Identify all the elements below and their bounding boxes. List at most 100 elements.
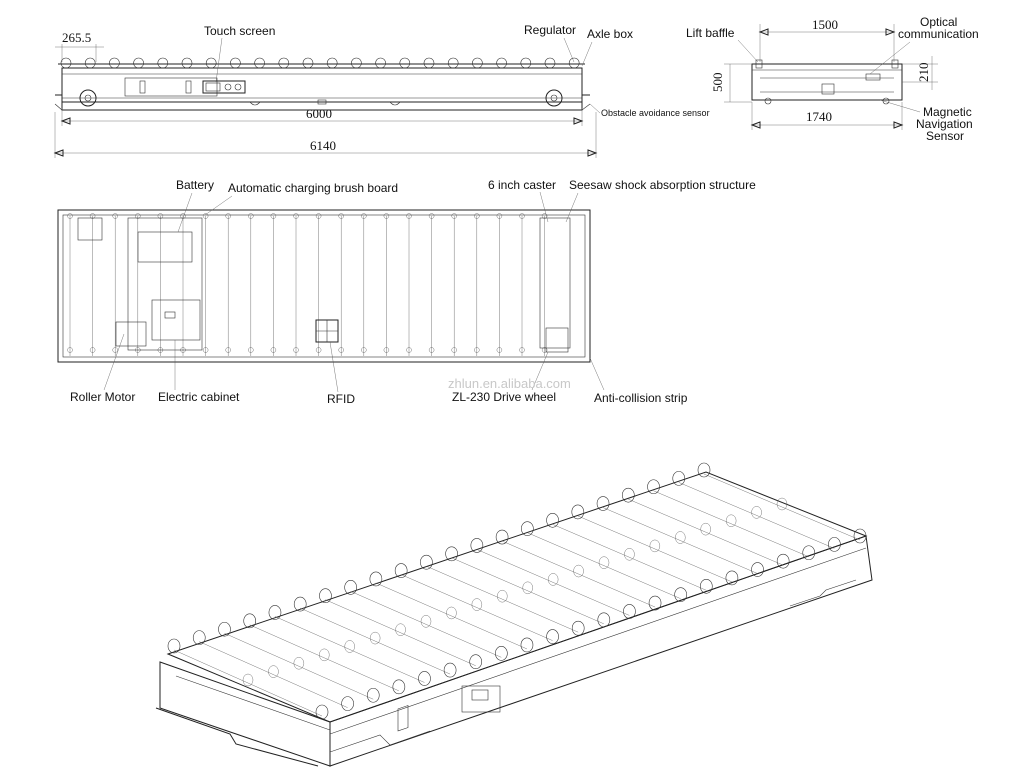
- dim-end-top-width: 1500: [812, 17, 838, 32]
- iso-roller-back: [596, 496, 610, 511]
- iso-roller-mid: [751, 506, 762, 519]
- iso-roller-shaft: [527, 532, 681, 599]
- side-roller: [375, 57, 386, 69]
- top-roller-end: [474, 347, 480, 353]
- iso-roller-back: [268, 605, 282, 620]
- iso-roller-mid: [395, 623, 406, 636]
- label-electric-cabinet: Electric cabinet: [158, 390, 240, 404]
- iso-roller-shaft: [274, 616, 425, 683]
- dim-end-height: 500: [710, 73, 725, 93]
- top-roller-end: [428, 347, 435, 353]
- battery-area: [127, 217, 203, 351]
- side-roller: [181, 57, 193, 69]
- top-roller-end: [270, 213, 277, 219]
- iso-roller-shaft: [602, 507, 758, 574]
- top-roller-end: [67, 347, 73, 353]
- side-wheel-right: [545, 89, 563, 107]
- iso-roller-back: [647, 479, 660, 495]
- label-obstacle-sensor: Obstacle avoidance sensor: [601, 108, 710, 118]
- label-anti-collision: Anti-collision strip: [594, 391, 688, 405]
- top-roller-end: [315, 213, 322, 219]
- iso-roller-mid: [573, 564, 584, 578]
- iso-roller-front: [725, 570, 739, 586]
- iso-roller-shaft: [199, 641, 348, 708]
- top-roller-end: [248, 347, 254, 353]
- isometric-view: [155, 462, 873, 767]
- iso-roller-back: [672, 471, 686, 486]
- top-roller-end: [89, 347, 96, 353]
- iso-roller-shaft: [678, 482, 835, 549]
- label-drive-wheel: ZL-230 Drive wheel: [452, 390, 556, 404]
- top-roller-end: [496, 347, 503, 353]
- top-roller-end: [202, 347, 209, 353]
- iso-roller-shaft: [401, 574, 553, 641]
- top-roller-end: [89, 213, 96, 219]
- iso-roller-mid: [675, 531, 686, 544]
- iso-roller-shaft: [224, 633, 374, 700]
- iso-roller-mid: [293, 657, 305, 670]
- iso-roller-mid: [268, 665, 279, 678]
- side-roller: [472, 57, 483, 69]
- iso-roller-shaft: [476, 549, 630, 616]
- iso-roller-shaft: [653, 490, 809, 557]
- iso-roller-mid: [649, 539, 661, 553]
- side-roller: [254, 57, 265, 69]
- iso-roller-mid: [446, 606, 457, 620]
- top-roller-end: [519, 213, 525, 219]
- side-roller: [205, 57, 217, 69]
- iso-roller-front: [418, 671, 431, 686]
- iso-roller-front: [392, 679, 406, 695]
- iso-roller-front: [674, 587, 687, 602]
- top-roller-end: [519, 347, 525, 353]
- label-magnetic-2: Navigation: [916, 117, 973, 131]
- side-panel: [124, 77, 218, 97]
- top-roller-end: [67, 213, 73, 219]
- top-roller-end: [338, 213, 344, 219]
- label-roller-motor: Roller Motor: [70, 390, 135, 404]
- top-roller-end: [135, 213, 141, 219]
- side-roller: [496, 57, 507, 69]
- label-seesaw: Seesaw shock absorption structure: [569, 178, 756, 192]
- iso-roller-shaft: [628, 498, 784, 566]
- iso-roller-mid: [344, 640, 355, 653]
- iso-roller-mid: [776, 497, 788, 511]
- iso-roller-back: [167, 638, 181, 654]
- iso-roller-front: [469, 654, 483, 670]
- top-roller-end: [361, 347, 367, 353]
- iso-deck: [166, 471, 868, 723]
- iso-roller-shaft: [325, 599, 476, 666]
- side-roller: [544, 57, 556, 69]
- iso-roller-back: [521, 521, 534, 536]
- end-view-body: [751, 63, 903, 101]
- iso-roller-back: [445, 546, 458, 562]
- side-roller: [568, 57, 580, 69]
- side-roller: [423, 57, 435, 69]
- iso-roller-front: [341, 696, 354, 711]
- top-roller-end: [406, 347, 412, 353]
- top-roller-end: [496, 213, 503, 219]
- dim-overall-length: 6140: [310, 138, 336, 153]
- top-roller-end: [293, 213, 299, 219]
- electric-cabinet-box: [151, 299, 201, 341]
- iso-roller-back: [218, 621, 231, 637]
- top-roller-end: [406, 213, 412, 219]
- iso-roller-rows: [167, 462, 867, 720]
- top-roller-end: [541, 347, 548, 353]
- side-roller-row: [60, 57, 580, 69]
- iso-roller-back: [621, 487, 635, 503]
- side-view: 265.5 6000 6140 Touch screen Regulator A…: [53, 23, 710, 158]
- label-optical-1: Optical: [920, 15, 957, 29]
- label-axle-box: Axle box: [587, 27, 633, 41]
- iso-roller-shaft: [703, 473, 861, 541]
- top-roller-end: [383, 213, 390, 219]
- side-roller: [133, 57, 144, 69]
- top-roller-end: [361, 213, 367, 219]
- label-charging-brush: Automatic charging brush board: [228, 181, 398, 195]
- top-roller-end: [428, 213, 435, 219]
- iso-roller-shaft: [577, 515, 732, 583]
- iso-roller-mid: [242, 673, 254, 687]
- watermark: zhlun.en.alibaba.com: [448, 376, 571, 391]
- side-roller: [60, 57, 72, 69]
- iso-roller-back: [495, 529, 509, 545]
